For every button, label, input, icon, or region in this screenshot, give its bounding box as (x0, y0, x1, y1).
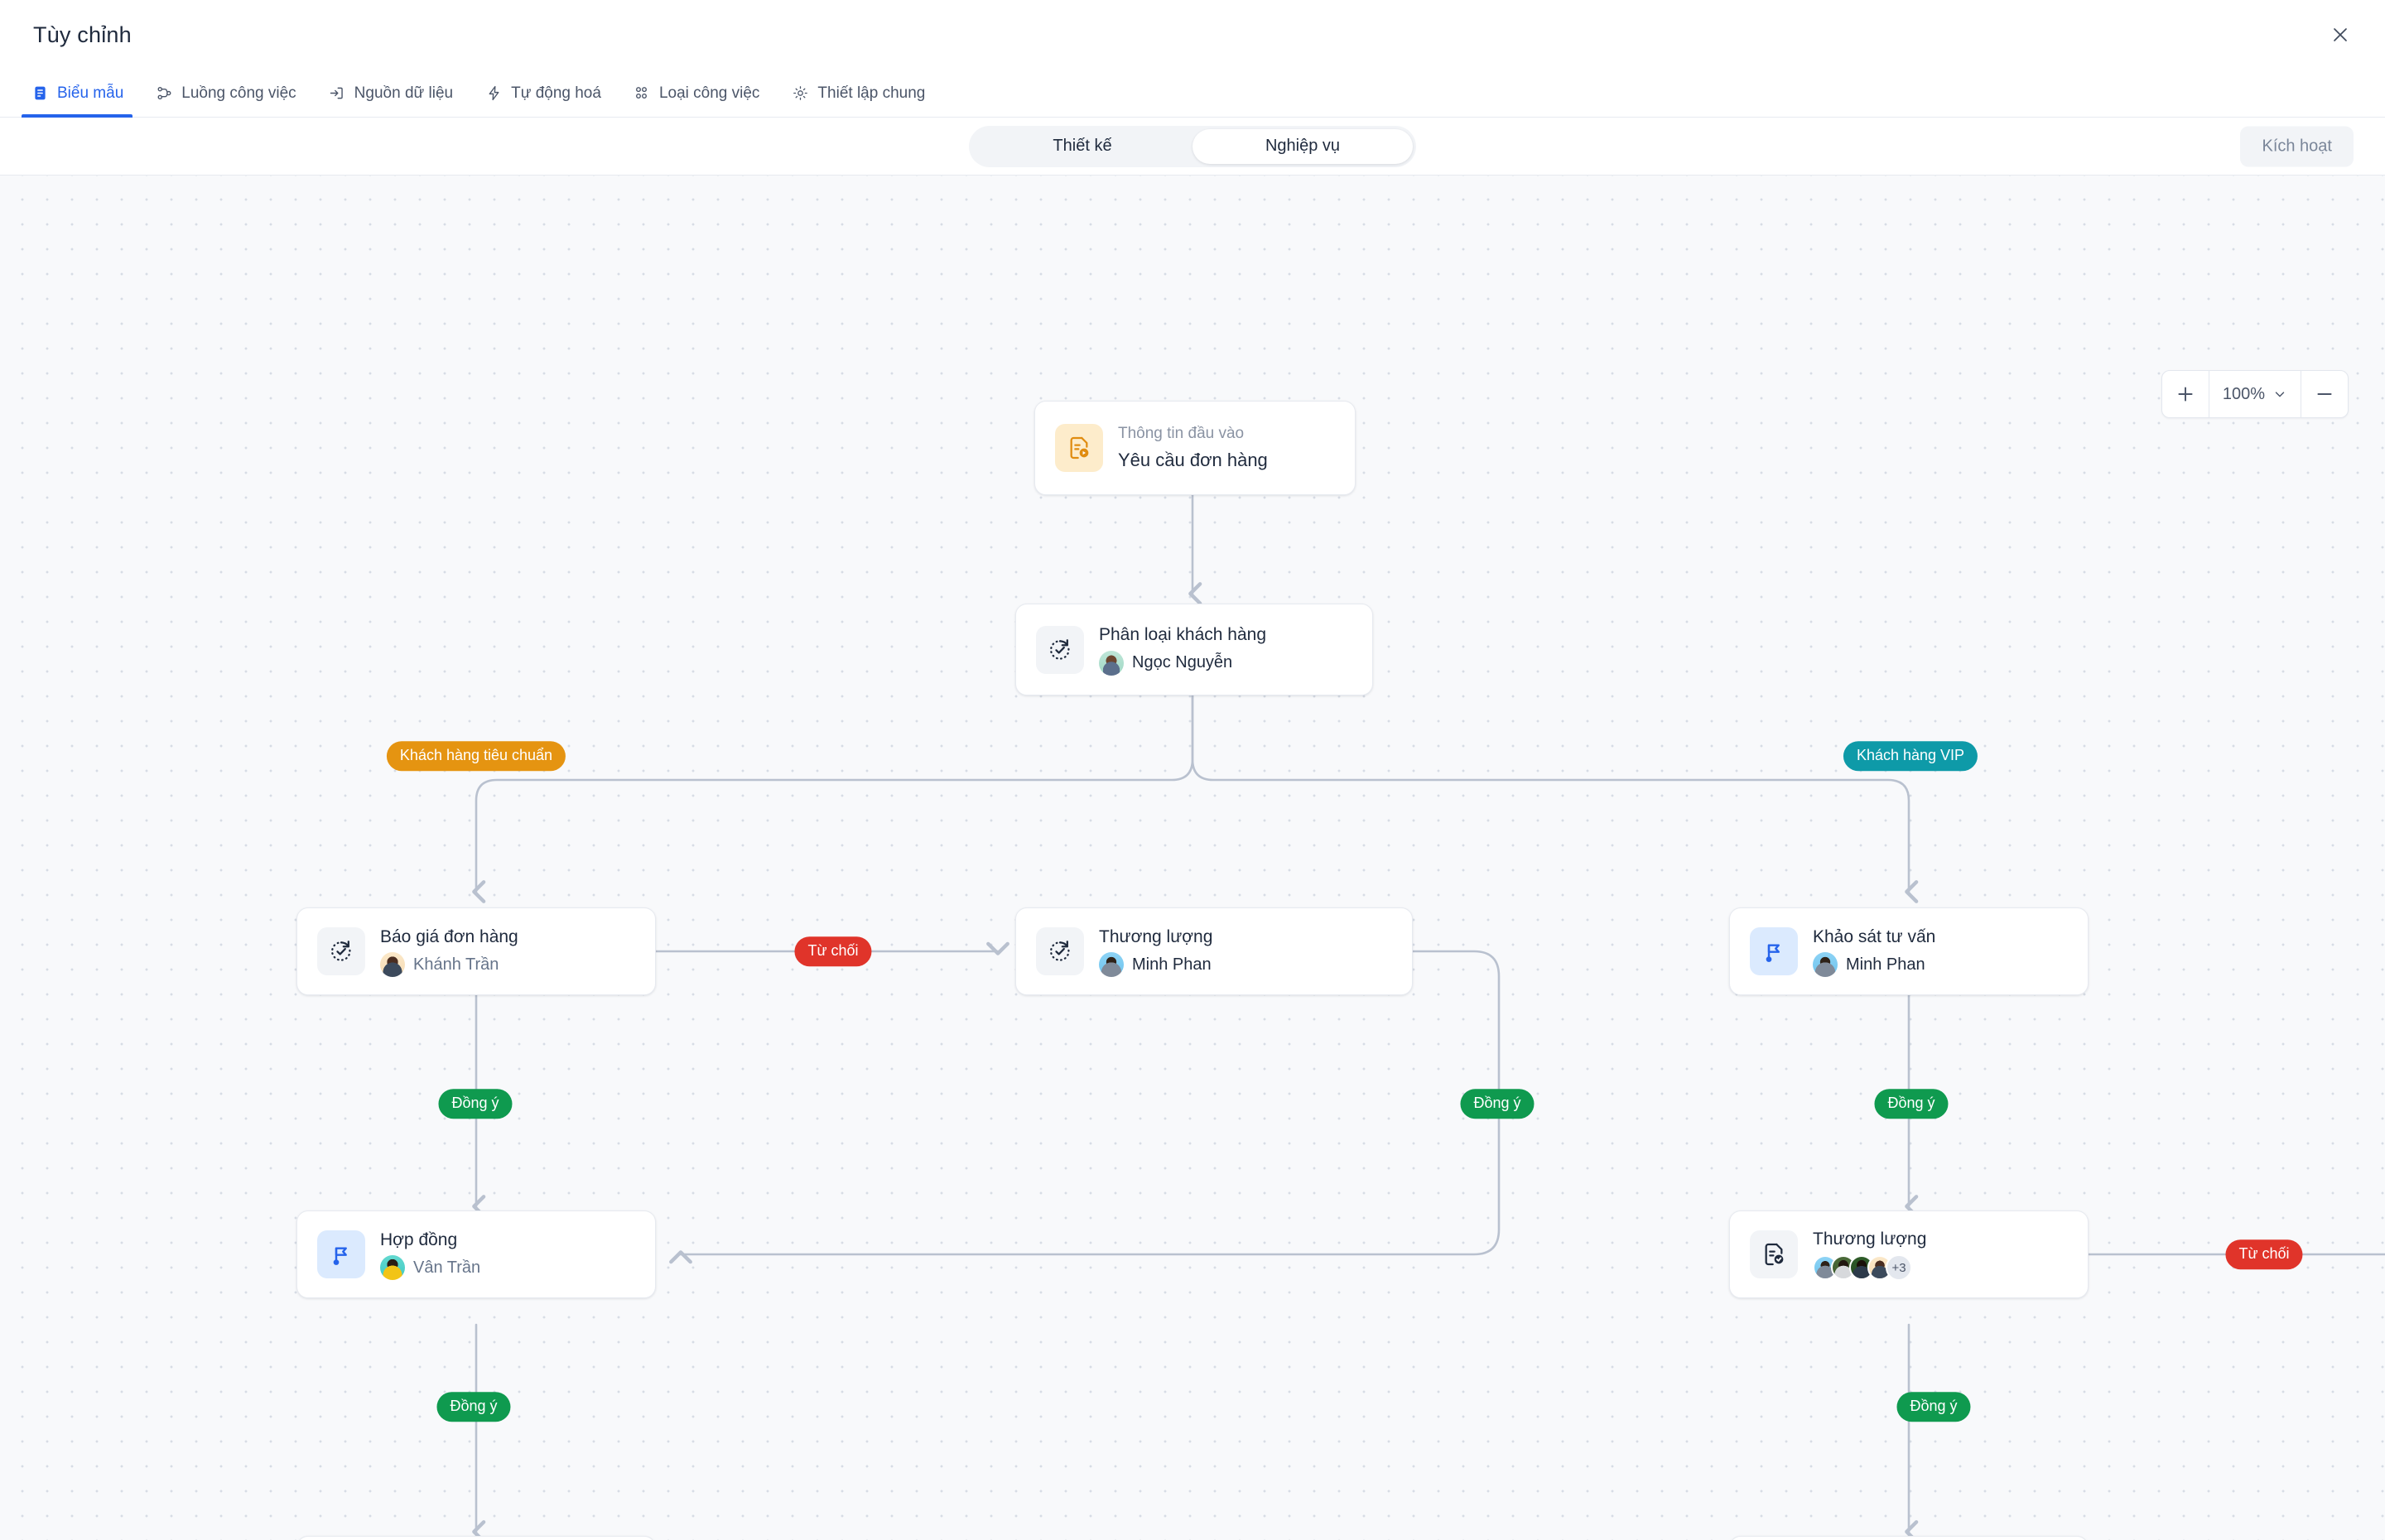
tab-label: Loại công việc (658, 84, 760, 102)
page-title: Tùy chỉnh (33, 22, 132, 47)
node-caption: Thông tin đầu vào (1118, 424, 1245, 442)
flow-node-survey-vip[interactable]: Khảo sát tư vấn Minh Phan (1729, 907, 2089, 995)
assignee-name: Ngọc Nguyễn (1132, 653, 1233, 672)
flow-node-contract-vip[interactable]: Hợp đồng Khánh Trần (1729, 1536, 2089, 1540)
segment-thiet-ke[interactable]: Thiết kế (1053, 137, 1112, 155)
activate-button[interactable]: Kích hoạt (2240, 126, 2354, 166)
tab-loai-cong-viec[interactable]: Loại công việc (619, 70, 773, 117)
view-mode-segmented: Thiết kế Nghiệp vụ (969, 125, 1416, 167)
flow-edges (472, 493, 2385, 1540)
zoom-controls: 100% (2161, 370, 2349, 418)
node-title: Hợp đồng (380, 1230, 458, 1249)
assignee-overflow-count: +3 (1886, 1254, 1912, 1282)
node-assignee: Minh Phan (1813, 952, 1935, 978)
tab-nguon-du-lieu[interactable]: Nguồn dữ liệu (314, 70, 467, 117)
document-play-icon (1055, 424, 1103, 472)
assignee-name: Vân Trần (413, 1258, 481, 1277)
edge-label-accept-survey[interactable]: Đồng ý (1874, 1089, 1949, 1119)
refresh-check-icon (317, 927, 365, 975)
document-check-icon (1750, 1230, 1798, 1278)
tab-label: Tự động hoá (511, 84, 601, 102)
flow-node-negotiate-vip[interactable]: Thương lượng +3 (1729, 1210, 2089, 1298)
flow-node-payment[interactable]: Thanh toán Linh Nguyễn (296, 1536, 656, 1540)
node-assignee: Vân Trần (380, 1255, 481, 1281)
tab-bieu-mau[interactable]: Biểu mẫu (17, 70, 137, 118)
node-assignee: Ngọc Nguyễn (1099, 650, 1266, 676)
form-icon (31, 84, 49, 103)
window-titlebar: Tùy chỉnh (0, 0, 2385, 70)
avatar (380, 1255, 405, 1281)
flow-node-quote[interactable]: Báo giá đơn hàng Khánh Trần (296, 907, 656, 995)
flow-node-input[interactable]: Thông tin đầu vào Yêu cầu đơn hàng (1034, 401, 1356, 495)
edge-label-reject-quote[interactable]: Từ chối (794, 936, 872, 966)
zoom-level-select[interactable]: 100% (2208, 371, 2301, 417)
gear-icon (791, 84, 809, 103)
flow-canvas[interactable]: 100% (0, 176, 2385, 1540)
avatar (1099, 650, 1124, 676)
assignee-name: Minh Phan (1846, 955, 1925, 974)
tab-thiet-lap-chung[interactable]: Thiết lập chung (777, 70, 939, 117)
workflow-icon (155, 84, 173, 103)
edge-label-accept-contract[interactable]: Đồng ý (436, 1392, 511, 1422)
node-title: Phân loại khách hàng (1099, 625, 1266, 645)
edge-label-accept-negotiate[interactable]: Đồng ý (1460, 1089, 1535, 1119)
edge-label-accept-negotiate-vip[interactable]: Đồng ý (1896, 1392, 1971, 1422)
node-title: Thương lượng (1099, 926, 1213, 946)
tab-luong-cong-viec[interactable]: Luồng công việc (141, 70, 310, 117)
chevron-down-icon (2275, 392, 2285, 397)
node-assignee: Khánh Trần (380, 952, 518, 978)
zoom-out-button[interactable] (2301, 371, 2348, 417)
tab-label: Nguồn dữ liệu (354, 84, 454, 102)
flag-icon (1750, 927, 1798, 975)
tab-label: Luồng công việc (181, 84, 296, 102)
refresh-check-icon (1036, 625, 1084, 674)
avatar (380, 952, 405, 978)
assignee-name: Minh Phan (1132, 955, 1212, 974)
node-title: Khảo sát tư vấn (1813, 926, 1936, 946)
node-assignee-group: +3 (1813, 1254, 1926, 1282)
segment-nghiep-vu[interactable]: Nghiệp vụ (1192, 128, 1413, 164)
avatar (1099, 952, 1124, 978)
avatar (1813, 952, 1838, 978)
flag-icon (317, 1230, 365, 1278)
tab-tu-dong-hoa[interactable]: Tự động hoá (470, 70, 615, 117)
flow-node-contract-standard[interactable]: Hợp đồng Vân Trần (296, 1210, 656, 1298)
node-title: Yêu cầu đơn hàng (1118, 449, 1268, 470)
tab-label: Biểu mẫu (57, 84, 124, 102)
zoom-in-button[interactable] (2162, 371, 2209, 417)
settings-tabbar: Biểu mẫu Luồng công việc Nguồn dữ liệu T… (0, 70, 2385, 118)
grid-icon (633, 84, 651, 103)
tab-label: Thiết lập chung (817, 84, 926, 102)
flow-node-negotiate-standard[interactable]: Thương lượng Minh Phan (1015, 907, 1413, 995)
flow-node-classify[interactable]: Phân loại khách hàng Ngọc Nguyễn (1015, 604, 1373, 695)
data-source-icon (328, 84, 346, 103)
refresh-check-icon (1036, 927, 1084, 975)
zoom-level-value: 100% (2222, 384, 2265, 403)
close-icon[interactable] (2322, 17, 2358, 53)
edge-label-reject-negotiate-vip[interactable]: Từ chối (2225, 1239, 2303, 1269)
view-mode-bar: Thiết kế Nghiệp vụ Kích hoạt (0, 118, 2385, 176)
edge-label-accept-quote[interactable]: Đồng ý (438, 1089, 513, 1119)
edge-label-standard-customer[interactable]: Khách hàng tiêu chuẩn (386, 741, 566, 771)
node-assignee: Minh Phan (1099, 952, 1212, 978)
lightning-icon (484, 84, 503, 103)
edge-label-vip-customer[interactable]: Khách hàng VIP (1843, 741, 1978, 771)
assignee-name: Khánh Trần (413, 955, 499, 974)
node-title: Báo giá đơn hàng (380, 926, 518, 946)
node-title: Thương lượng (1813, 1229, 1927, 1249)
